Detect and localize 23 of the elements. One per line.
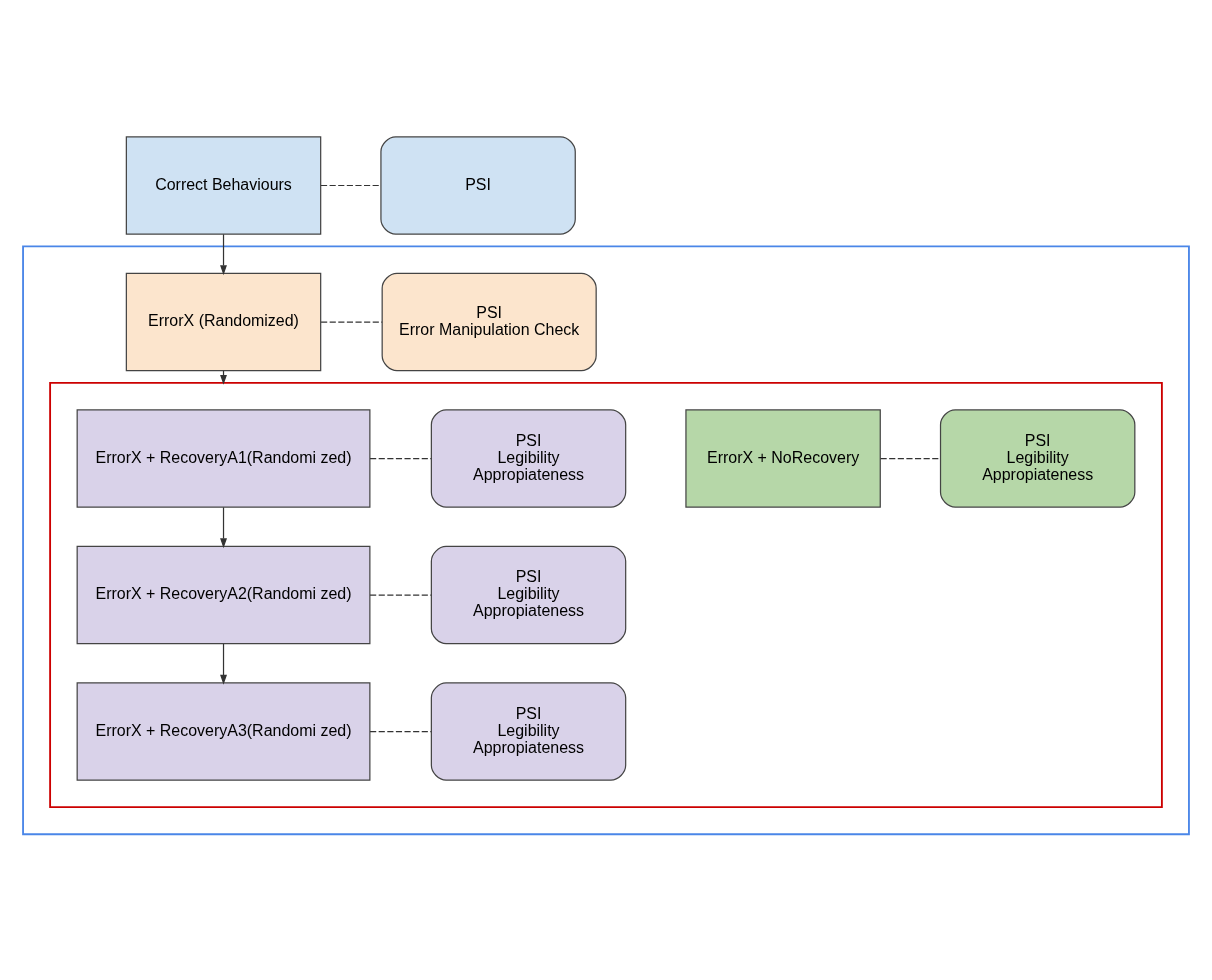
- node-box: PSI Error Manipulation Check: [381, 272, 597, 371]
- cluster: [22, 244, 1190, 835]
- node-box: PSI Legibility Appropiateness: [430, 545, 627, 644]
- node-box: PSI Legibility Appropiateness: [430, 408, 627, 508]
- connector: [320, 320, 383, 323]
- connector: [369, 457, 432, 459]
- node-box: Correct Behaviours: [125, 135, 322, 235]
- arrow: [220, 233, 227, 275]
- connector: [320, 184, 382, 186]
- connector: [879, 457, 941, 459]
- node-box: PSI Legibility Appropiateness: [939, 408, 1136, 508]
- cluster: [49, 381, 1163, 808]
- node-box: ErrorX + RecoveryA1(Randomi zed): [76, 408, 371, 508]
- connector: [369, 730, 432, 732]
- arrow: [220, 642, 227, 685]
- node-box: ErrorX + RecoveryA3(Randomi zed): [76, 681, 371, 781]
- connector: [369, 593, 432, 596]
- node-box: ErrorX + RecoveryA2(Randomi zed): [76, 545, 371, 644]
- arrow: [220, 506, 227, 548]
- node-box: PSI: [380, 135, 576, 235]
- node-box: PSI Legibility Appropiateness: [430, 681, 627, 781]
- node-box: ErrorX (Randomized): [125, 272, 322, 371]
- node-box: ErrorX + NoRecovery: [685, 408, 881, 508]
